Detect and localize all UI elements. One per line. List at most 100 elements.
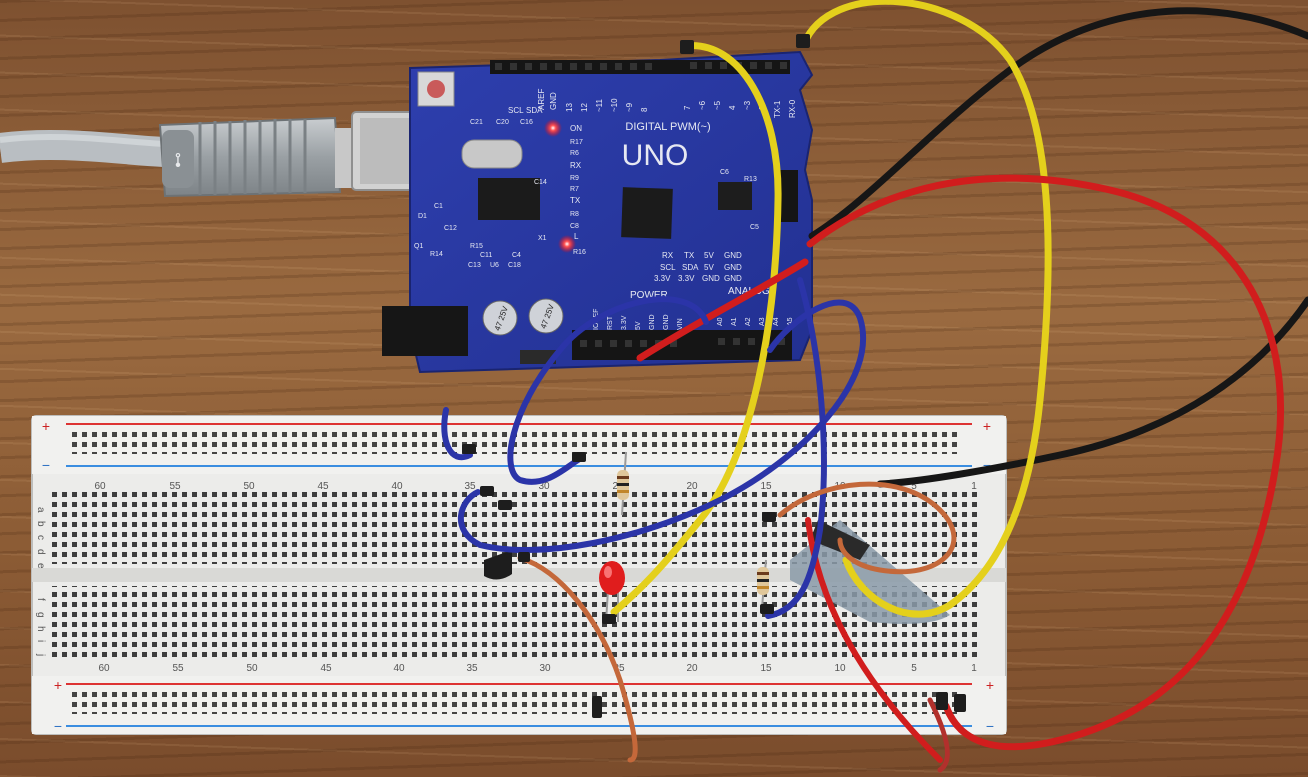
black-wire-right[interactable] bbox=[876, 296, 1308, 488]
svg-text:15: 15 bbox=[760, 481, 772, 492]
blue-wire-arc[interactable] bbox=[458, 299, 867, 553]
svg-text:−: − bbox=[986, 718, 994, 734]
digital-pwm-label: DIGITAL PWM(~) bbox=[625, 121, 710, 133]
reset-button-cap bbox=[427, 80, 445, 98]
power-jack[interactable] bbox=[382, 306, 468, 356]
regulator-chip bbox=[718, 182, 752, 210]
svg-text:ON: ON bbox=[570, 124, 582, 133]
electrolytic-capacitors bbox=[482, 298, 564, 336]
svg-text:45: 45 bbox=[320, 663, 332, 674]
svg-text:C1: C1 bbox=[434, 203, 443, 210]
svg-text:GND: GND bbox=[724, 263, 742, 272]
svg-text:5V: 5V bbox=[704, 251, 714, 260]
atmega-chip bbox=[621, 187, 673, 239]
svg-text:e: e bbox=[35, 563, 46, 569]
svg-text:C6: C6 bbox=[720, 169, 729, 176]
svg-text:SCL: SCL bbox=[508, 106, 524, 115]
orange-wire-down[interactable] bbox=[517, 555, 638, 763]
svg-text:C13: C13 bbox=[468, 262, 481, 269]
svg-text:A0: A0 bbox=[717, 317, 724, 326]
svg-text:j: j bbox=[35, 653, 46, 656]
svg-text:h: h bbox=[35, 626, 46, 632]
svg-text:f: f bbox=[35, 598, 46, 601]
svg-text:+: + bbox=[42, 418, 50, 434]
svg-text:R14: R14 bbox=[430, 251, 443, 258]
svg-text:20: 20 bbox=[686, 663, 698, 674]
svg-text:A1: A1 bbox=[731, 317, 738, 326]
svg-text:60: 60 bbox=[98, 663, 110, 674]
svg-text:5: 5 bbox=[911, 663, 917, 674]
svg-text:d: d bbox=[35, 549, 46, 555]
svg-text:~5: ~5 bbox=[713, 100, 722, 110]
svg-text:D1: D1 bbox=[418, 213, 427, 220]
svg-text:C20: C20 bbox=[496, 119, 509, 126]
svg-text:RX-0: RX-0 bbox=[788, 99, 797, 118]
black-wire-top[interactable] bbox=[808, 7, 1308, 240]
svg-text:GND: GND bbox=[549, 92, 558, 110]
fuse bbox=[520, 350, 556, 364]
yellow-wire-led[interactable] bbox=[610, 42, 782, 616]
rail-symbols: + + + + bbox=[42, 418, 994, 693]
rail-minus-symbols: − − − − bbox=[42, 457, 994, 734]
svg-text:g: g bbox=[35, 612, 46, 618]
svg-text:C8: C8 bbox=[570, 223, 579, 230]
svg-text:−: − bbox=[42, 457, 50, 473]
blue-wire-short[interactable] bbox=[441, 407, 473, 461]
svg-text:R17: R17 bbox=[570, 139, 583, 146]
icsp-header[interactable] bbox=[778, 170, 798, 222]
bottom-power-rail-holes[interactable] bbox=[70, 692, 960, 714]
digital-header[interactable] bbox=[490, 60, 790, 74]
red-wire-board[interactable] bbox=[636, 258, 809, 362]
svg-text:SDA: SDA bbox=[526, 106, 543, 115]
svg-text:b: b bbox=[35, 521, 46, 527]
svg-text:C5: C5 bbox=[750, 224, 759, 231]
usb-logo: ⊷ bbox=[170, 152, 187, 168]
svg-text:4: 4 bbox=[728, 105, 737, 110]
svg-text:c: c bbox=[35, 535, 46, 540]
wires[interactable] bbox=[441, 0, 1308, 773]
led-labels: ON TX RX L bbox=[570, 124, 582, 241]
svg-text:50: 50 bbox=[243, 481, 255, 492]
svg-text:a: a bbox=[35, 507, 46, 513]
resistor-2[interactable] bbox=[757, 559, 769, 609]
svg-text:SCL: SCL bbox=[660, 263, 676, 272]
svg-text:−: − bbox=[983, 457, 991, 473]
svg-text:A4: A4 bbox=[773, 317, 780, 326]
svg-text:20: 20 bbox=[686, 481, 698, 492]
svg-text:13: 13 bbox=[565, 103, 574, 112]
svg-text:A5: A5 bbox=[787, 317, 794, 326]
jumper-connector-ends bbox=[462, 34, 966, 718]
digital-pin-labels: SCL SDA AREF GND 13 12 ~11 ~10 ~9 8 7 ~6… bbox=[508, 89, 797, 118]
transistor[interactable] bbox=[484, 550, 512, 580]
svg-text:R8: R8 bbox=[570, 211, 579, 218]
svg-text:RX: RX bbox=[662, 251, 674, 260]
svg-text:55: 55 bbox=[169, 481, 181, 492]
svg-text:60: 60 bbox=[94, 481, 106, 492]
blue-wire-loop[interactable] bbox=[507, 296, 709, 485]
board-name: UNO bbox=[622, 139, 689, 172]
svg-text:C16: C16 bbox=[520, 119, 533, 126]
svg-text:10: 10 bbox=[834, 663, 846, 674]
svg-text:C21: C21 bbox=[470, 119, 483, 126]
svg-text:TX-1: TX-1 bbox=[773, 100, 782, 118]
svg-text:RST: RST bbox=[607, 315, 614, 330]
resistor-1[interactable] bbox=[617, 451, 629, 516]
svg-text:5V: 5V bbox=[635, 321, 642, 330]
svg-text:3.3V: 3.3V bbox=[654, 274, 671, 283]
svg-text:35: 35 bbox=[464, 481, 476, 492]
svg-text:AREF: AREF bbox=[537, 89, 546, 110]
header-labels: RX TX 5V GND SCL SDA 5V GND 3.3V 3.3V GN… bbox=[654, 251, 742, 283]
red-wire-long[interactable] bbox=[806, 174, 1285, 751]
orange-wire-loop[interactable] bbox=[777, 481, 957, 575]
svg-text:5: 5 bbox=[911, 481, 917, 492]
usb-chip bbox=[478, 178, 540, 220]
yellow-wire-long[interactable] bbox=[800, 0, 1052, 618]
dark-red-wire-bottom[interactable] bbox=[927, 697, 950, 773]
svg-text:~10: ~10 bbox=[610, 98, 619, 112]
blue-wire-down[interactable] bbox=[765, 277, 827, 619]
svg-text:R13: R13 bbox=[744, 176, 757, 183]
svg-text:45: 45 bbox=[317, 481, 329, 492]
svg-text:R15: R15 bbox=[470, 243, 483, 250]
svg-text:A3: A3 bbox=[759, 317, 766, 326]
svg-text:C14: C14 bbox=[534, 179, 547, 186]
